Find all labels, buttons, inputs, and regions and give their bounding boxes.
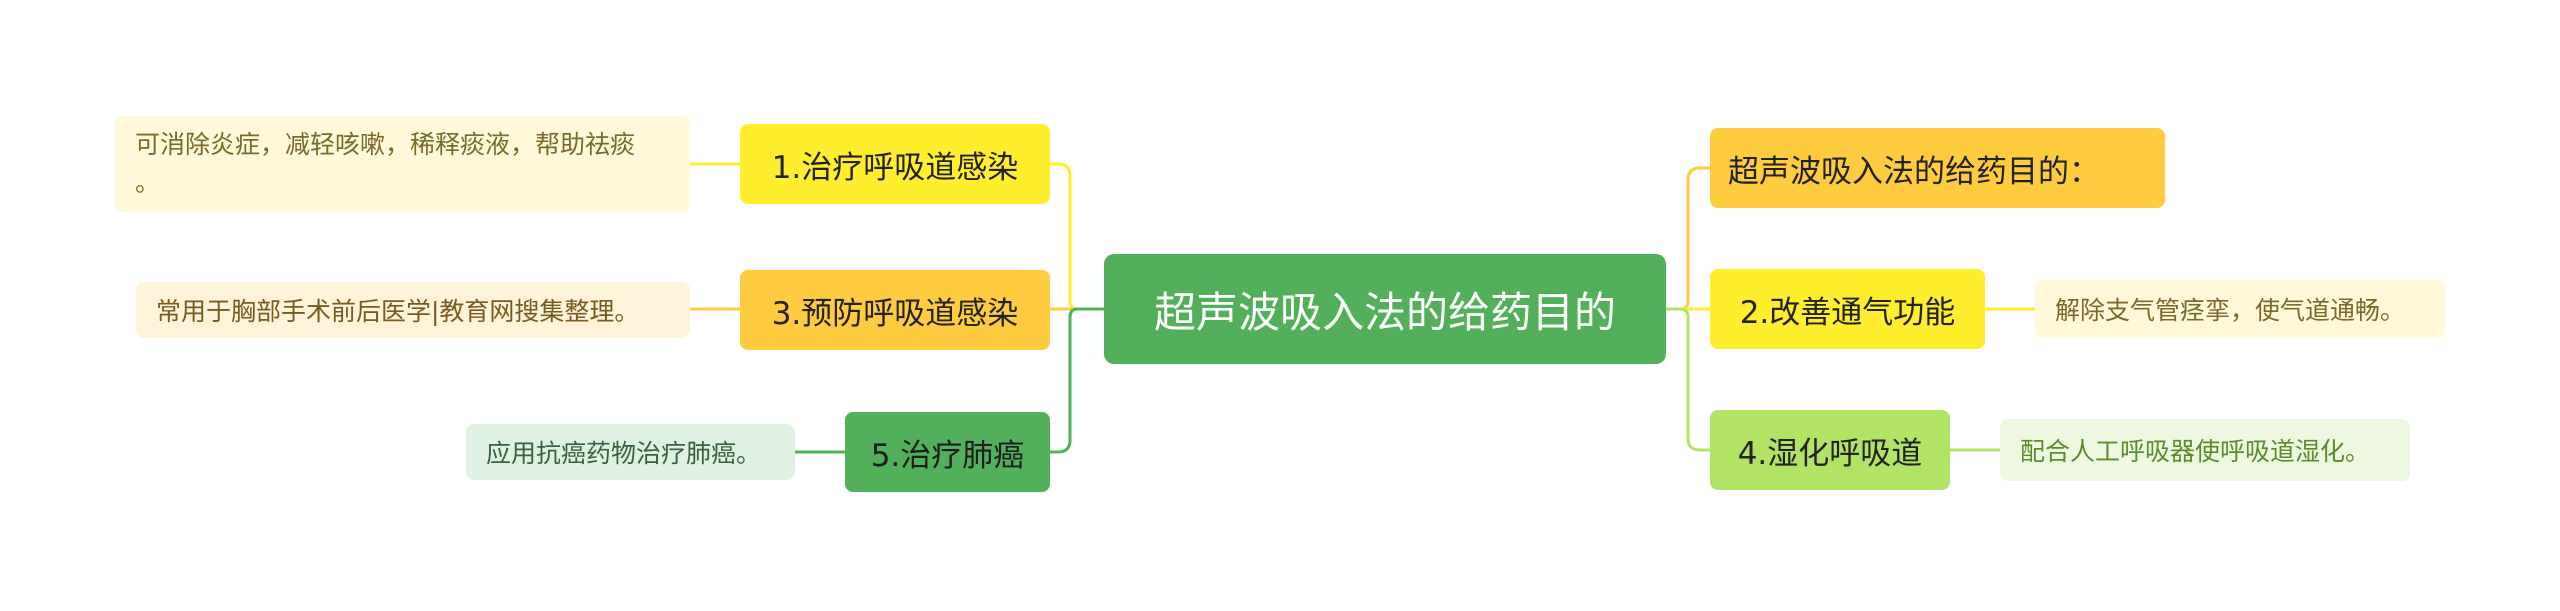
branch-treat-respiratory-infection[interactable]: 1.治疗呼吸道感染 xyxy=(740,124,1050,204)
branch-prevent-respiratory-infection[interactable]: 3.预防呼吸道感染 xyxy=(740,270,1050,350)
connector-center-to-branch-r1 xyxy=(1666,166,1710,311)
leaf-treat-lung-cancer[interactable]: 应用抗癌药物治疗肺癌。 xyxy=(466,424,795,480)
connector-center-to-branch-1 xyxy=(1050,162,1104,311)
leaf-text: 可消除炎症，减轻咳嗽，稀释痰液，帮助祛痰 xyxy=(135,130,636,159)
leaf-treat-respiratory-infection[interactable]: 可消除炎症，减轻咳嗽，稀释痰液，帮助祛痰 。 xyxy=(115,116,690,212)
branch-treat-lung-cancer[interactable]: 5.治疗肺癌 xyxy=(845,412,1050,492)
leaf-text-continued: 。 xyxy=(135,168,161,197)
leaf-prevent-respiratory-infection[interactable]: 常用于胸部手术前后医学|教育网搜集整理。 xyxy=(136,282,690,338)
leaf-humidify-airway[interactable]: 配合人工呼吸器使呼吸道湿化。 xyxy=(2000,419,2410,481)
connector-center-to-branch-5 xyxy=(1050,307,1104,454)
branch-improve-ventilation[interactable]: 2.改善通气功能 xyxy=(1710,269,1985,349)
branch-purpose-title[interactable]: 超声波吸入法的给药目的： xyxy=(1710,128,2165,208)
branch-humidify-airway[interactable]: 4.湿化呼吸道 xyxy=(1710,410,1950,490)
leaf-improve-ventilation[interactable]: 解除支气管痉挛，使气道通畅。 xyxy=(2035,280,2445,338)
central-topic[interactable]: 超声波吸入法的给药目的 xyxy=(1104,254,1666,364)
connector-center-to-branch-4 xyxy=(1666,307,1710,452)
